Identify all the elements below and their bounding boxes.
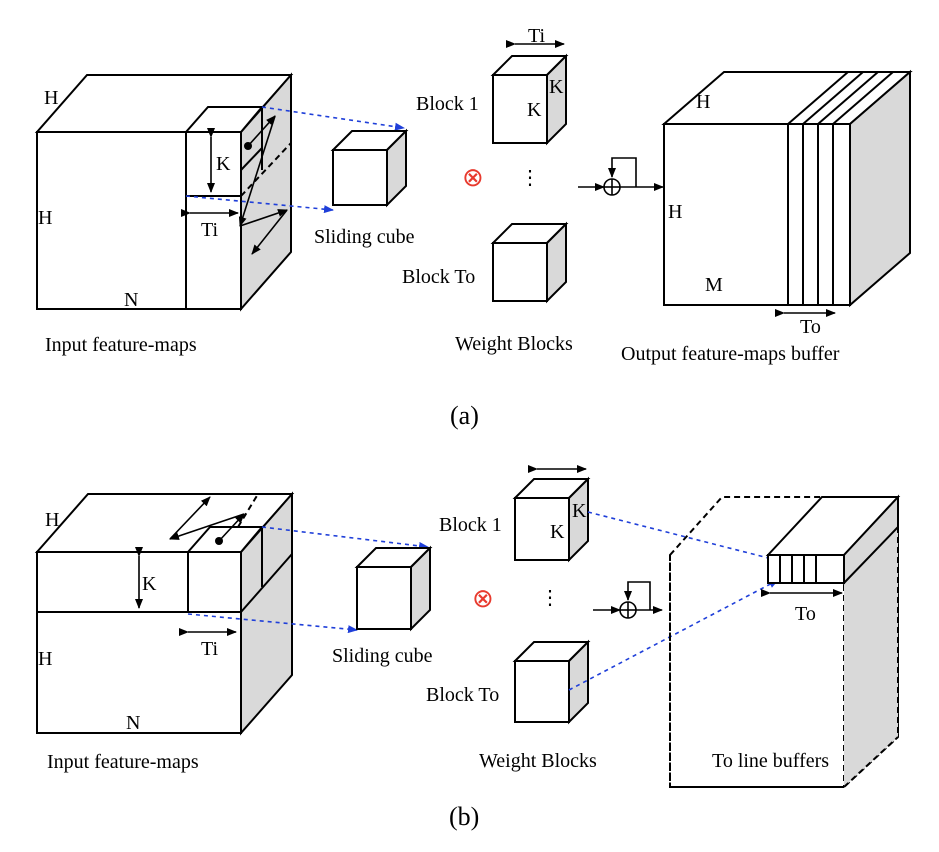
input-feature-maps-cube-b: H H N K Ti	[34, 491, 429, 736]
input-feature-maps-cube-a: H H N K Ti	[34, 72, 405, 312]
weight-k-side-label-b: K	[572, 500, 587, 522]
weight-block-to-b	[512, 579, 779, 725]
weight-k-front-label-a: K	[527, 99, 542, 121]
weight-k-side-label-a: K	[549, 76, 564, 98]
weight-dots-b: ⋮	[540, 587, 560, 609]
weight-blocks-label-b: Weight Blocks	[479, 750, 597, 772]
input-k-label-a: K	[216, 153, 231, 175]
panel-a: H H N K Ti Input feature-maps Sliding cu…	[34, 25, 913, 430]
convolution-operator-icon-b: ⊗	[472, 584, 494, 614]
input-k-label-b: K	[142, 573, 157, 595]
accumulator-adder-b	[593, 581, 663, 619]
output-to-label-b: To	[795, 603, 816, 625]
input-n-label-a: N	[124, 289, 138, 311]
caption-a: (a)	[450, 401, 479, 430]
input-h-top-label-a: H	[44, 87, 58, 109]
block-1-label-b: Block 1	[439, 514, 502, 536]
block-to-label-b: Block To	[426, 684, 499, 706]
line-buffers-label-b: To line buffers	[712, 750, 829, 772]
weight-k-front-label-b: K	[550, 521, 565, 543]
input-ti-label-b: Ti	[201, 638, 219, 660]
output-h-top-label-a: H	[696, 91, 710, 113]
input-feature-maps-label-a: Input feature-maps	[45, 334, 197, 356]
input-ti-label-a: Ti	[201, 219, 219, 241]
weight-block-to-a	[490, 221, 569, 304]
block-1-label-a: Block 1	[416, 93, 479, 115]
weight-blocks-label-a: Weight Blocks	[455, 333, 573, 355]
panel-b: H H N K Ti Input feature-maps Sliding cu…	[34, 465, 901, 831]
output-buffer-label-a: Output feature-maps buffer	[621, 343, 840, 365]
output-m-label-a: M	[705, 274, 723, 296]
input-n-label-b: N	[126, 712, 140, 734]
accumulator-adder-a	[578, 157, 664, 196]
input-h-side-label-a: H	[38, 207, 52, 229]
sliding-cube-label-b: Sliding cube	[332, 645, 433, 667]
weight-block-1-b	[512, 465, 836, 577]
sliding-cube-b	[354, 545, 433, 632]
convolution-operator-icon-a: ⊗	[462, 163, 484, 193]
weight-ti-label-a: Ti	[528, 25, 546, 47]
output-h-side-label-a: H	[668, 201, 682, 223]
caption-b: (b)	[449, 802, 479, 831]
block-to-label-a: Block To	[402, 266, 475, 288]
sliding-cube-a	[330, 128, 409, 208]
sliding-cube-label-a: Sliding cube	[314, 226, 415, 248]
line-buffers-cube-b	[669, 494, 901, 788]
weight-dots-a: ⋮	[520, 167, 540, 189]
input-h-top-label-b: H	[45, 509, 59, 531]
input-h-side-label-b: H	[38, 648, 52, 670]
output-to-label-a: To	[800, 316, 821, 338]
input-feature-maps-label-b: Input feature-maps	[47, 751, 199, 773]
output-buffer-cube-a	[661, 69, 913, 317]
weight-block-1-a	[490, 40, 569, 146]
